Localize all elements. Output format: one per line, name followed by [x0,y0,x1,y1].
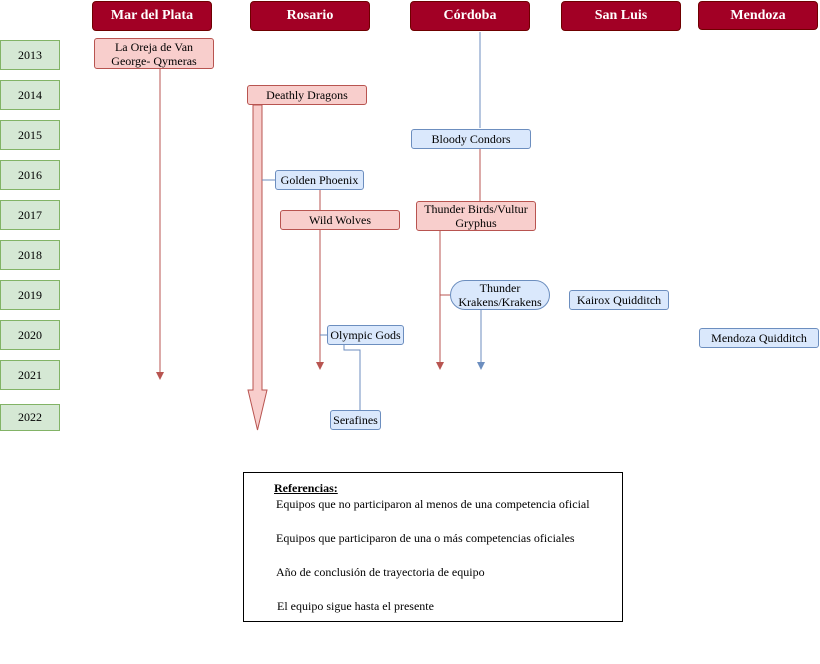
olympic-serafines-link [343,345,361,410]
city-header-rosario: Rosario [250,1,370,31]
team-bloody-condors: Bloody Condors [411,129,531,149]
wolves-arrowhead [316,362,324,370]
legend-red-line-text: Equipos que participaron de una o más co… [276,531,575,545]
team-mendoza-quidditch: Mendoza Quidditch [699,328,819,348]
year-2019: 2019 [0,280,60,310]
legend-blue-line-text: Equipos que no participaron al menos de … [276,497,590,511]
year-2013: 2013 [0,40,60,70]
legend-arrow-text: Año de conclusión de trayectoria de equi… [276,565,485,579]
team-deathly-dragons: Deathly Dragons [247,85,367,105]
team-thunder-krakens: Thunder Krakens/Krakens [450,280,550,310]
year-2021: 2021 [0,360,60,390]
oreja-arrowhead [156,372,164,380]
year-2022: 2022 [0,404,60,431]
city-header-mar-del-plata: Mar del Plata [92,1,212,31]
city-header-san-luis: San Luis [561,1,681,31]
year-2016: 2016 [0,160,60,190]
legend-title: Referencias: [274,481,338,495]
team-wild-wolves: Wild Wolves [280,210,400,230]
legend-big-arrow-text: El equipo sigue hasta el presente [277,599,434,613]
year-2017: 2017 [0,200,60,230]
thunderkrakens-arrowhead [477,362,485,370]
team-golden-phoenix: Golden Phoenix [275,170,364,190]
legend-box [243,472,623,622]
team-serafines: Serafines [330,410,381,430]
team-kairox: Kairox Quidditch [569,290,669,310]
team-thunder-birds: Thunder Birds/Vultur Gryphus [416,201,536,231]
year-2018: 2018 [0,240,60,270]
team-oreja: La Oreja de Van George- Qymeras [94,38,214,69]
year-2015: 2015 [0,120,60,150]
team-olympic-gods: Olympic Gods [327,325,404,345]
city-header-cordoba: Córdoba [410,1,530,31]
year-2014: 2014 [0,80,60,110]
rosario-big-arrow [247,104,268,431]
city-header-mendoza: Mendoza [698,1,818,30]
thunderbirds-arrowhead [436,362,444,370]
year-2020: 2020 [0,320,60,350]
